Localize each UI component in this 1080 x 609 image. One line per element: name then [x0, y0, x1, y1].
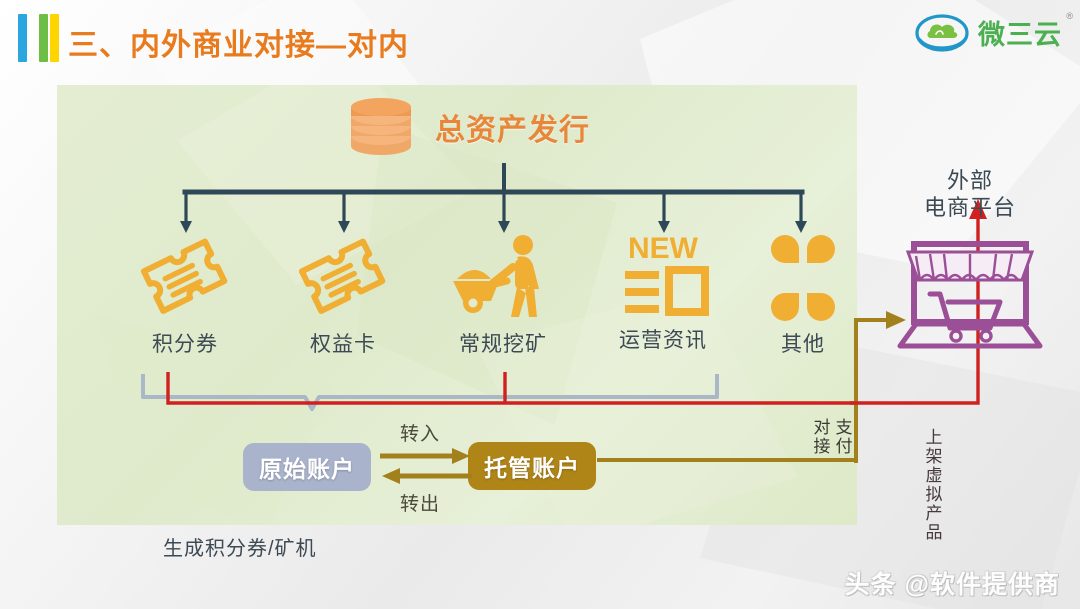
leaf-item-3[interactable]: NEW 运营资讯 — [598, 228, 728, 354]
hub-node: 总资产发行 — [345, 96, 590, 158]
cloud-swirl-icon — [915, 14, 969, 52]
ticket-icon — [278, 232, 408, 324]
leaf-item-0[interactable]: 积分券 — [120, 232, 250, 358]
leaf-label: 其他 — [781, 333, 825, 356]
watermark: 头条 @软件提供商 — [844, 571, 1060, 599]
payment-label: 支付 — [832, 418, 852, 456]
title-accent-bars — [18, 14, 59, 62]
diagram-caption: 生成积分券/矿机 — [163, 538, 317, 560]
logo-text-label: 微三云 — [978, 19, 1062, 50]
bar-green-icon — [39, 14, 48, 62]
external-platform[interactable]: 外部 电商平台 — [880, 168, 1060, 361]
logo-text: 微三云 ® — [978, 11, 1073, 52]
four-petal-icon — [738, 232, 868, 324]
leaf-label: 权益卡 — [310, 333, 376, 356]
miner-wheelbarrow-icon — [438, 232, 568, 324]
external-platform-title-line2: 电商平台 — [923, 194, 1016, 220]
leaf-item-1[interactable]: 权益卡 — [278, 232, 408, 358]
transfer-out-label: 转出 — [400, 494, 441, 515]
news-new-icon: NEW — [598, 228, 728, 320]
page-title: 三、内外商业对接—对内 — [68, 29, 409, 62]
bar-yellow-icon — [50, 14, 59, 62]
list-virtual-products-label: 上架虚拟产品 — [922, 428, 942, 542]
external-platform-title-line1: 外部 — [946, 168, 993, 193]
leaf-label: 运营资讯 — [619, 329, 707, 352]
transfer-in-label: 转入 — [400, 424, 441, 445]
bar-blue-icon — [18, 14, 27, 62]
new-badge-text: NEW — [628, 232, 699, 265]
transfer-arrows — [380, 448, 472, 484]
custody-account-box[interactable]: 托管账户 — [468, 442, 596, 490]
ecommerce-laptop-shop-icon — [880, 226, 1060, 361]
registered-mark: ® — [1066, 10, 1074, 21]
leaf-label: 常规挖矿 — [459, 333, 547, 356]
brand-logo: 微三云 ® — [914, 10, 1073, 54]
hub-label: 总资产发行 — [435, 114, 590, 147]
gold-connector-arrow — [854, 311, 906, 463]
leaf-item-2[interactable]: 常规挖矿 — [438, 232, 568, 358]
origin-account-box[interactable]: 原始账户 — [243, 443, 371, 491]
docking-label: 对接 — [810, 418, 830, 456]
ticket-icon — [120, 232, 250, 324]
diagram-panel — [57, 85, 857, 525]
leaf-label: 积分券 — [152, 333, 218, 356]
stacked-coins-icon — [351, 98, 411, 155]
leaf-item-4[interactable]: 其他 — [738, 232, 868, 358]
